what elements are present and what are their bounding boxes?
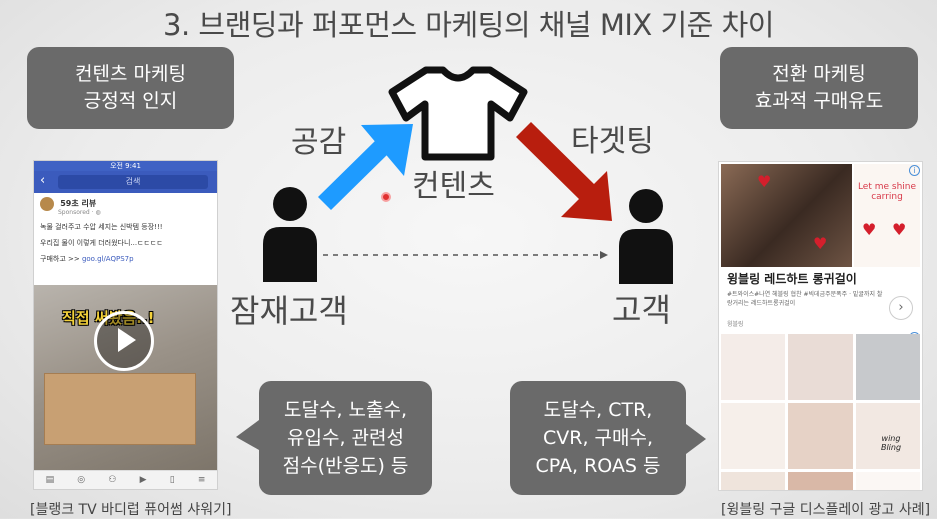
grid-image bbox=[788, 403, 853, 469]
targeting-arrow bbox=[516, 122, 612, 221]
video-icon: ▶ bbox=[139, 475, 147, 485]
content-label: 컨텐츠 bbox=[412, 169, 495, 204]
empathy-arrow bbox=[318, 124, 413, 210]
cardboard-box-image bbox=[44, 373, 196, 445]
ad-brand: 윙블링 bbox=[727, 321, 744, 328]
grid-image bbox=[788, 472, 853, 490]
chevron-right-icon: › bbox=[889, 296, 913, 320]
camera-icon: ◎ bbox=[77, 475, 86, 485]
grid-image bbox=[855, 472, 920, 490]
post-link: goo.gl/AQPS7p bbox=[81, 255, 134, 263]
play-icon bbox=[94, 311, 154, 371]
fb-post: 59초 리뷰 Sponsored · ◍ 녹물 걸러주고 수압 세지는 신박템 … bbox=[34, 193, 217, 268]
tshirt-icon bbox=[388, 66, 528, 161]
grid-image bbox=[721, 403, 786, 469]
left-metrics-callout: 도달수, 노출수, 유입수, 관련성 점수(반응도) 등 bbox=[259, 381, 432, 495]
potential-customer-label: 잠재고객 bbox=[230, 292, 348, 330]
facebook-ad-screenshot: 오전 9:41 ‹ 검색 59초 리뷰 Sponsored · ◍ 녹물 걸러주… bbox=[33, 160, 218, 490]
logo-line1: wing bbox=[881, 434, 901, 443]
empathy-label: 공감 bbox=[291, 125, 347, 160]
right-metrics-callout: 도달수, CTR, CVR, 구매수, CPA, ROAS 등 bbox=[510, 381, 686, 495]
right-metrics-line3: CPA, ROAS 등 bbox=[535, 455, 661, 477]
grid-image bbox=[855, 334, 920, 400]
right-metrics-line2: CVR, 구매수, bbox=[542, 427, 654, 449]
left-metrics-line1: 도달수, 노출수, bbox=[284, 399, 407, 421]
post-page-name: 59초 리뷰 bbox=[60, 199, 97, 208]
left-caption: [블랭크 TV 바디럽 퓨어썸 샤워기] bbox=[30, 502, 232, 518]
right-metrics-line1: 도달수, CTR, bbox=[543, 399, 653, 421]
left-badge-line1: 컨텐츠 마케팅 bbox=[75, 63, 186, 85]
right-callout-pointer bbox=[686, 424, 706, 454]
phone-status-bar: 오전 9:41 bbox=[34, 161, 217, 171]
left-badge-line2: 긍정적 인지 bbox=[83, 90, 178, 112]
phone-search-box: 검색 bbox=[58, 175, 208, 189]
post-line2: 우리집 물이 이렇게 더러웠다니...ㄷㄷㄷㄷ bbox=[40, 239, 163, 247]
right-badge-line2: 효과적 구매유도 bbox=[754, 90, 884, 112]
customer-label: 고객 bbox=[612, 291, 671, 329]
earring-product-image: ♥ ♥ bbox=[854, 164, 920, 267]
dashed-arrowhead bbox=[600, 251, 608, 259]
page-title: 3. 브랜딩과 퍼포먼스 마케팅의 채널 MIX 기준 차이 bbox=[163, 8, 774, 42]
heart-earring-icon: ♥ bbox=[757, 172, 772, 191]
post-sponsored: Sponsored · ◍ bbox=[58, 209, 101, 216]
news-icon: ▤ bbox=[45, 475, 55, 485]
heart-earring-icon: ♥ bbox=[862, 220, 877, 239]
grid-image bbox=[788, 334, 853, 400]
right-badge: 전환 마케팅 효과적 구매유도 bbox=[720, 47, 918, 129]
customer-icon bbox=[619, 189, 673, 284]
logo-line2: Bling bbox=[880, 443, 902, 452]
heart-earring-icon: ♥ bbox=[892, 220, 907, 239]
phone-search-bar: ‹ 검색 bbox=[34, 171, 217, 193]
ad-shine-line1: Let me shine bbox=[857, 182, 917, 192]
video-thumbnail: 직접 써봤음..! bbox=[34, 285, 217, 471]
right-badge-line1: 전환 마케팅 bbox=[772, 63, 866, 85]
avatar bbox=[40, 197, 54, 211]
grid-image bbox=[721, 472, 786, 490]
left-callout-pointer bbox=[236, 420, 259, 450]
adchoices-icon: i bbox=[909, 165, 920, 176]
bookmark-icon: ▯ bbox=[169, 475, 175, 485]
friends-icon: ⚇ bbox=[108, 475, 117, 485]
left-metrics-line3: 점수(반응도) 등 bbox=[282, 455, 409, 477]
heart-earring-icon: ♥ bbox=[813, 234, 828, 253]
ad-image-grid bbox=[721, 334, 920, 490]
post-line1: 녹물 걸러주고 수압 세지는 신박템 등장!!! bbox=[40, 223, 163, 231]
left-metrics-line2: 유입수, 관련성 bbox=[287, 427, 404, 449]
post-line3-prefix: 구매하고 >> bbox=[40, 255, 82, 263]
menu-icon: ≡ bbox=[197, 475, 206, 485]
left-badge: 컨텐츠 마케팅 긍정적 인지 bbox=[27, 47, 234, 129]
ad-product-desc: #트와이스#나연 헤블링 협찬 #빅데금주문폭주 · 밑귤까지 찰랑거리는 레드… bbox=[727, 291, 883, 307]
earring-model-image: ♥ ♥ bbox=[721, 164, 852, 267]
back-icon: ‹ bbox=[40, 173, 46, 188]
cursor-dot bbox=[381, 192, 391, 202]
targeting-label: 타겟팅 bbox=[571, 124, 654, 159]
ad-product-title: 윙블링 레드하트 롱귀걸이 bbox=[727, 272, 857, 286]
potential-customer-icon bbox=[263, 187, 317, 282]
ad-shine-line2: carring bbox=[871, 192, 903, 202]
phone-bottom-nav: ▤ ◎ ⚇ ▶ ▯ ≡ bbox=[34, 470, 217, 489]
right-caption: [윙블링 구글 디스플레이 광고 사례] bbox=[721, 502, 931, 518]
grid-image bbox=[855, 403, 920, 469]
grid-image bbox=[721, 334, 786, 400]
